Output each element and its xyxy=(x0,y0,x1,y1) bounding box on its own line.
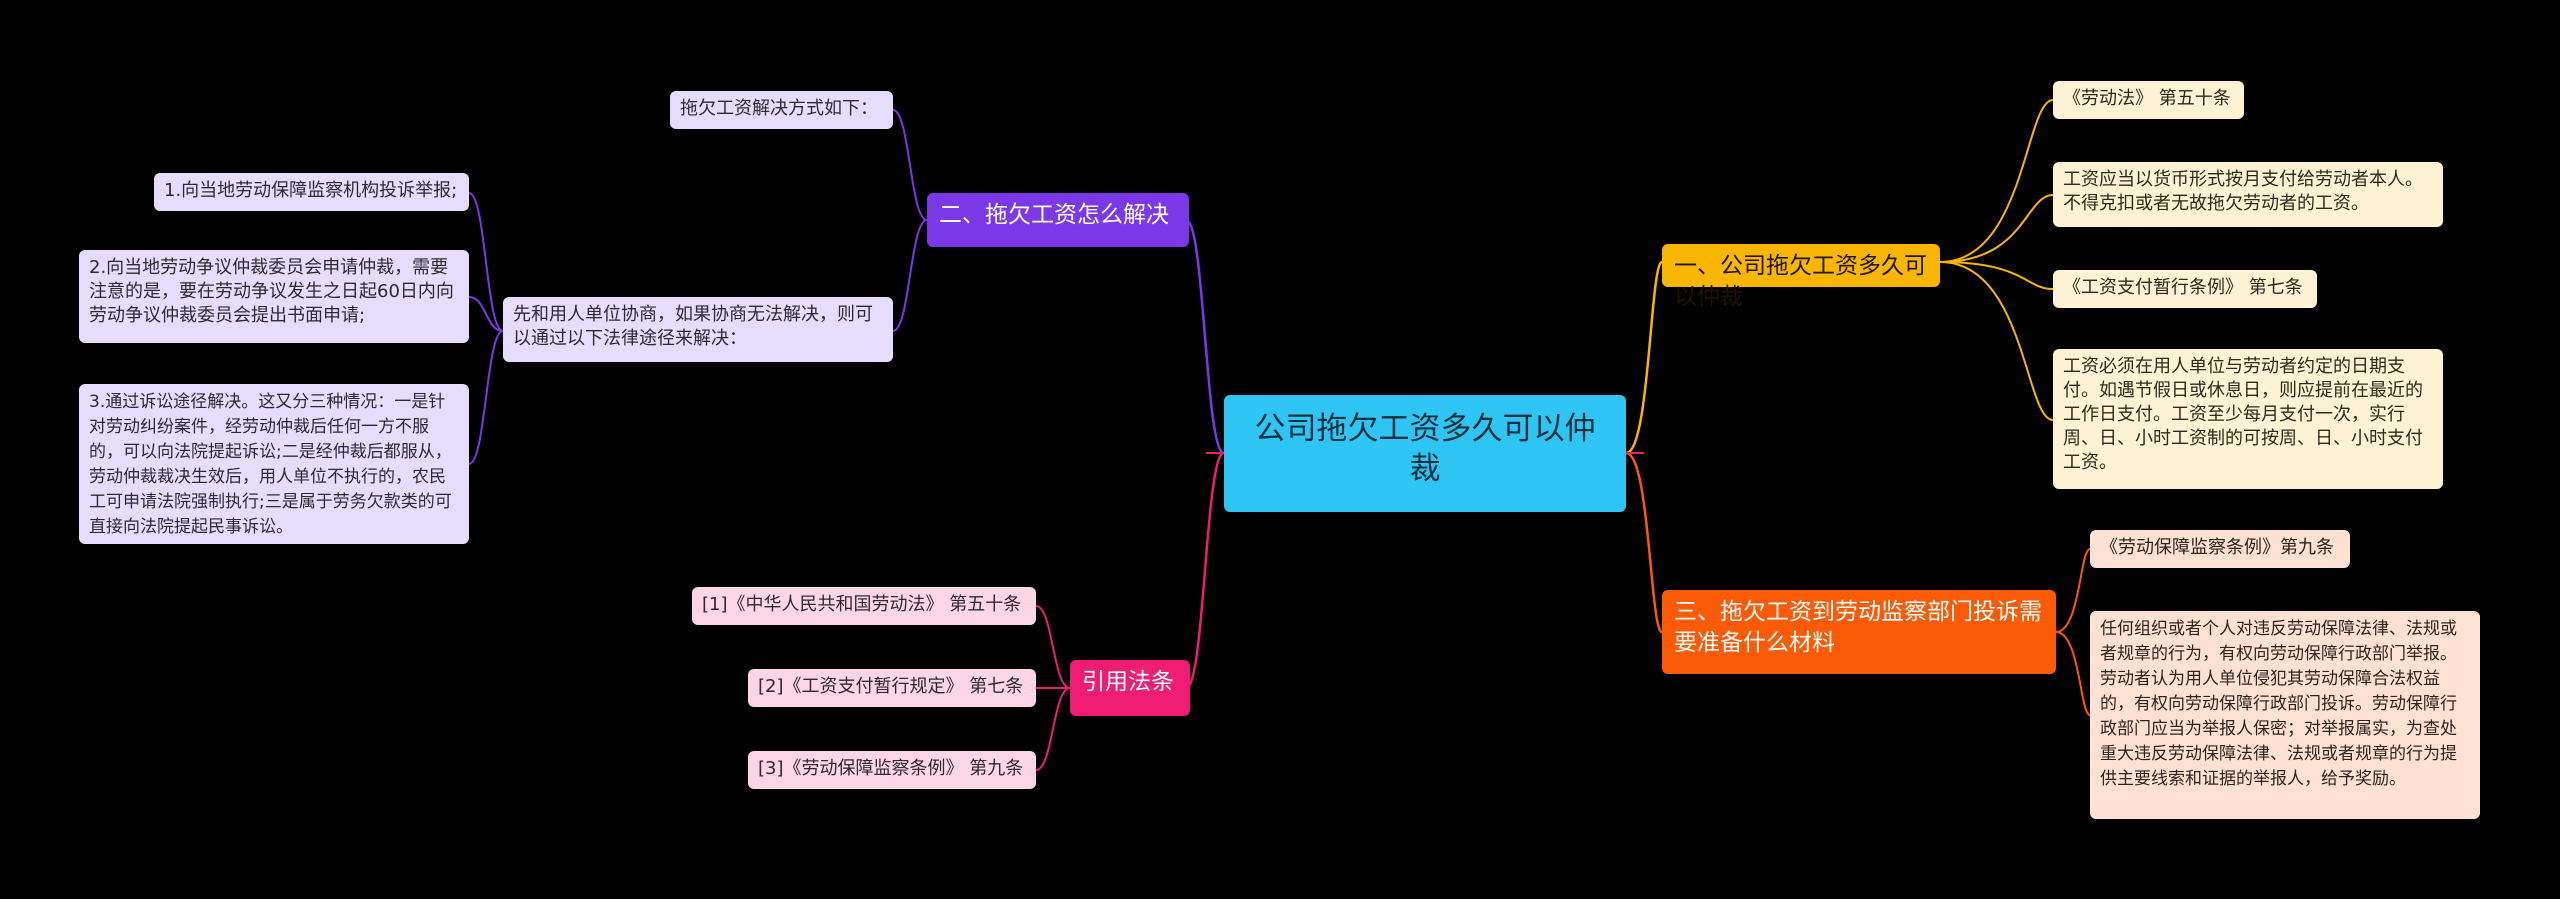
leaf-report-rights[interactable]: 任何组织或者个人对违反劳动保障法律、法规或者规章的行为，有权向劳动保障行政部门举… xyxy=(2090,611,2480,819)
connector-root-b1 xyxy=(1625,260,1664,455)
connector-root-b2 xyxy=(1185,218,1225,455)
branch-how-to-resolve[interactable]: 二、拖欠工资怎么解决 xyxy=(927,193,1189,247)
branch-cited-laws[interactable]: 引用法条 xyxy=(1070,660,1190,716)
leaf-labor-law-art50[interactable]: 《劳动法》 第五十条 xyxy=(2053,81,2244,119)
leaf-negotiate-first[interactable]: 先和用人单位协商，如果协商无法解决，则可以通过以下法律途径来解决： xyxy=(503,297,893,362)
leaf-complaint-report[interactable]: 1.向当地劳动保障监察机构投诉举报; xyxy=(154,173,469,211)
root-topic[interactable]: 公司拖欠工资多久可以仲裁 xyxy=(1224,395,1626,512)
leaf-wage-regulation-art7[interactable]: 《工资支付暂行条例》 第七条 xyxy=(2053,270,2317,308)
leaf-resolution-methods[interactable]: 拖欠工资解决方式如下： xyxy=(670,91,893,129)
leaf-citation-2[interactable]: [2]《工资支付暂行规定》 第七条 xyxy=(748,669,1036,707)
connector-root-b3 xyxy=(1625,451,1664,634)
leaf-citation-1[interactable]: [1]《中华人民共和国劳动法》 第五十条 xyxy=(692,587,1036,625)
connector-root-b4 xyxy=(1185,451,1225,690)
branch-arbitration-time[interactable]: 一、公司拖欠工资多久可以仲裁 xyxy=(1662,244,1940,310)
leaf-citation-3[interactable]: [3]《劳动保障监察条例》 第九条 xyxy=(748,751,1036,789)
leaf-wage-payment-date[interactable]: 工资必须在用人单位与劳动者约定的日期支付。如遇节假日或休息日，则应提前在最近的工… xyxy=(2053,349,2443,489)
leaf-supervision-reg-art9[interactable]: 《劳动保障监察条例》第九条 xyxy=(2090,530,2350,568)
branch-complaint-materials[interactable]: 三、拖欠工资到劳动监察部门投诉需要准备什么材料 xyxy=(1662,590,2056,674)
leaf-arbitration-application[interactable]: 2.向当地劳动争议仲裁委员会申请仲裁，需要注意的是，要在劳动争议发生之日起60日… xyxy=(79,250,469,343)
leaf-litigation[interactable]: 3.通过诉讼途径解决。这又分三种情况：一是针对劳动纠纷案件，经劳动仲裁后任何一方… xyxy=(79,384,469,544)
leaf-wage-currency[interactable]: 工资应当以货币形式按月支付给劳动者本人。不得克扣或者无故拖欠劳动者的工资。 xyxy=(2053,162,2443,227)
